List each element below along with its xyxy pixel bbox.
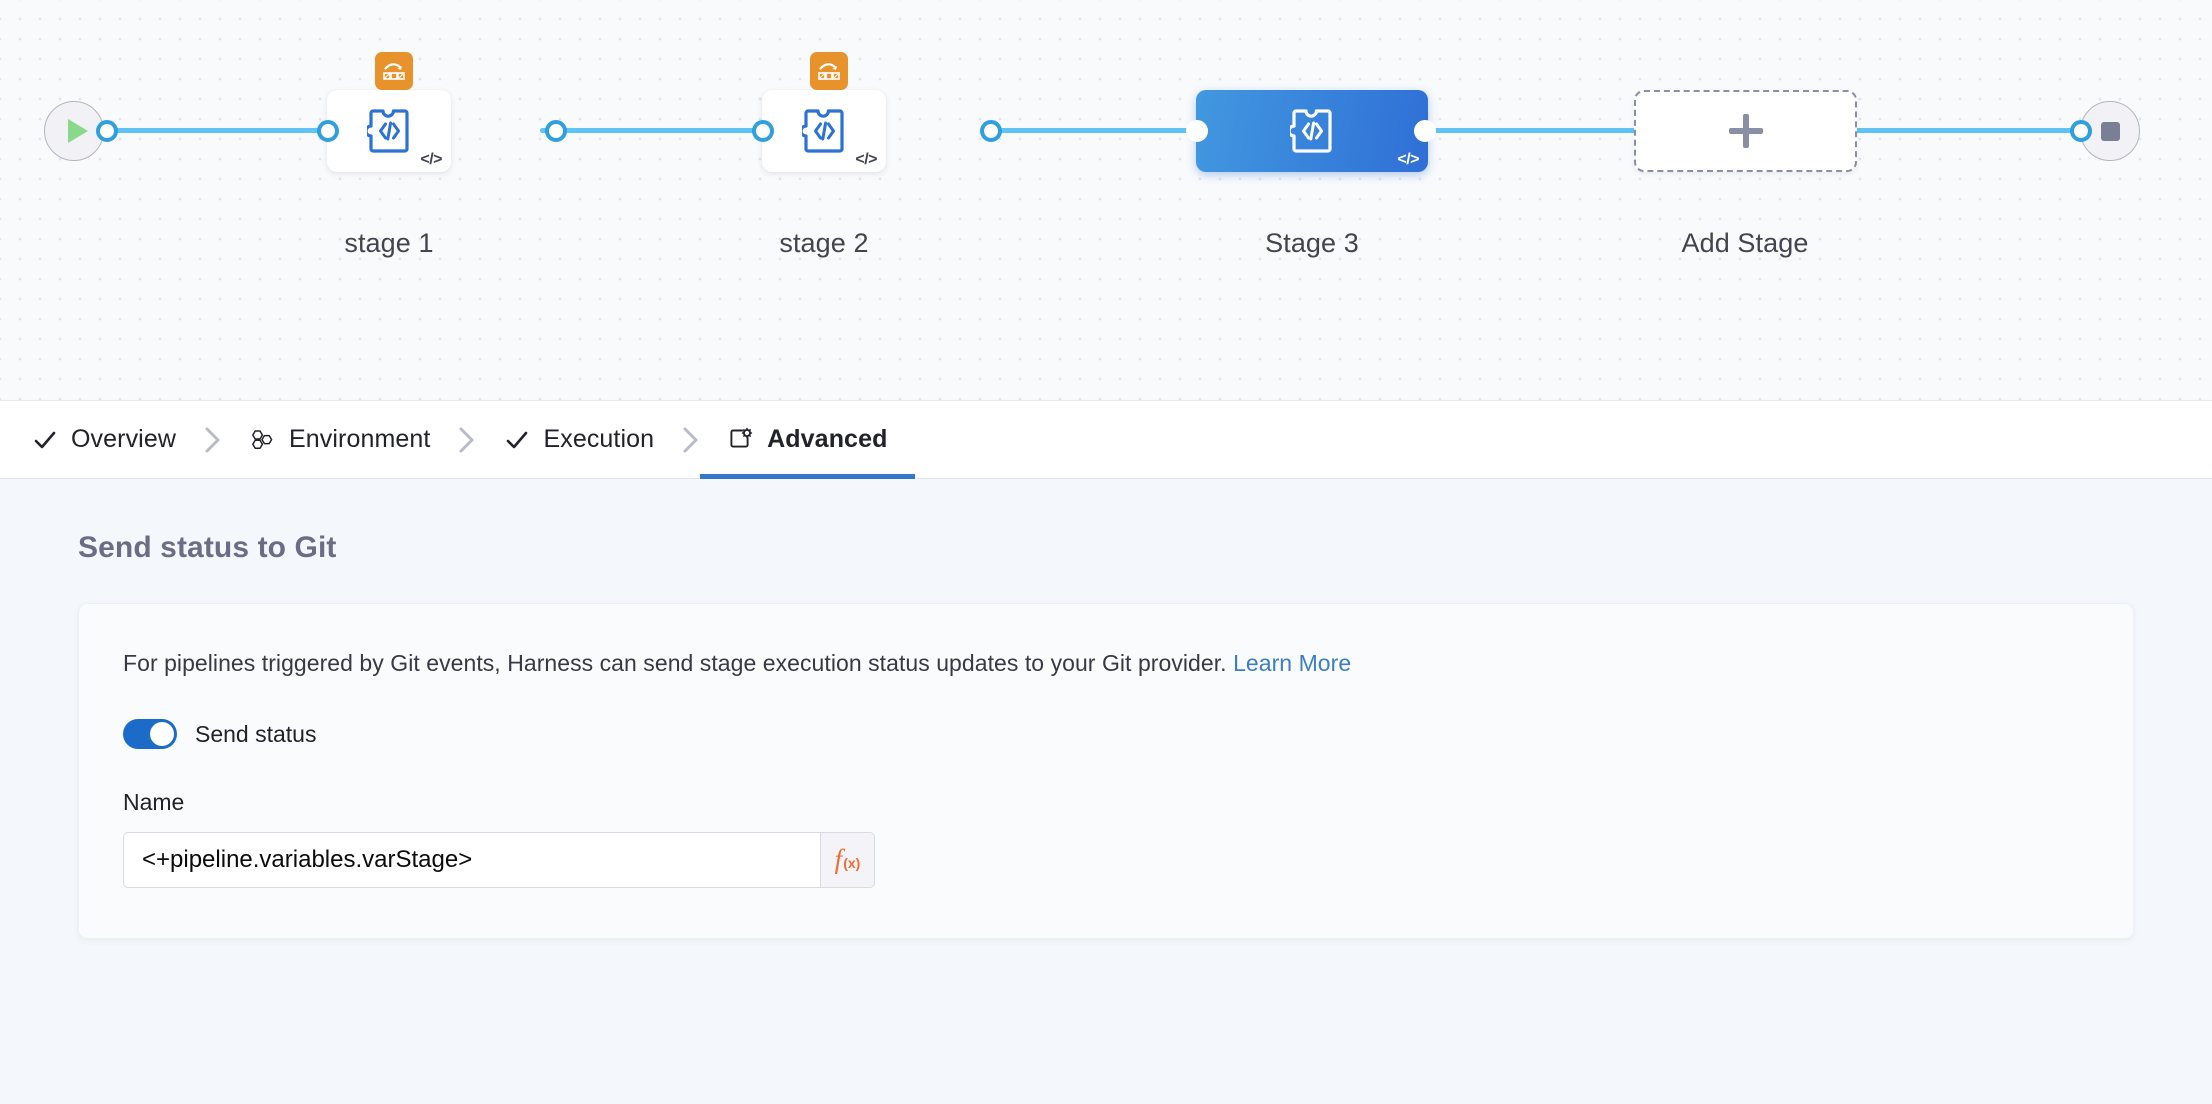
panel-description: For pipelines triggered by Git events, H… [123,650,2089,677]
stage-tab-bar[interactable]: Overview Environment Execution [0,401,2212,479]
hexagons-icon [250,427,276,453]
custom-stage-icon [1290,109,1332,153]
name-field-label: Name [123,789,185,815]
tab-execution-label: Execution [543,425,655,453]
check-icon [504,427,530,453]
stage-node-stage-2[interactable]: </> [762,90,886,172]
code-badge-stage-3: </> [1397,151,1419,168]
name-input[interactable] [123,832,820,888]
toggle-knob [150,722,174,746]
matrix-strategy-icon-stage-1 [375,52,413,90]
stage-label-stage-3: Stage 3 [1265,228,1359,258]
tab-advanced-label: Advanced [767,425,888,453]
connector-stage2-to-stage3 [990,128,1240,133]
custom-stage-icon [367,109,409,153]
port-stage1-out[interactable] [545,120,567,142]
play-icon [67,119,88,143]
stage-label-stage-1: stage 1 [344,228,434,258]
name-field-group: f (x) [123,832,875,888]
custom-stage-icon [802,109,844,153]
send-status-toggle-row: Send status [123,719,2089,749]
matrix-glyph [383,63,405,80]
tab-environment-label: Environment [289,425,431,453]
tab-advanced[interactable]: Advanced [700,401,916,479]
connector-stage3-to-add [1420,128,1690,133]
add-stage-node[interactable] [1634,90,1857,172]
page-title: Send status to Git [78,531,337,564]
send-status-to-git-panel: For pipelines triggered by Git events, H… [78,603,2134,939]
code-badge-stage-1: </> [420,151,442,168]
send-status-toggle-label: Send status [195,720,317,747]
check-icon [32,427,58,453]
pipeline-start-node[interactable] [44,101,104,161]
port-stage2-in[interactable] [752,120,774,142]
stage-node-stage-3[interactable]: </> [1196,90,1428,172]
port-stage3-in[interactable] [1186,120,1208,142]
port-stage2-out[interactable] [980,120,1002,142]
tab-execution[interactable]: Execution [500,401,658,479]
add-stage-label: Add Stage [1681,228,1809,258]
connector-start-to-stage1 [92,128,342,133]
stage-node-stage-1[interactable]: </> [327,90,451,172]
fx-f-glyph: f [834,844,843,874]
port-start-out[interactable] [96,120,118,142]
plus-icon [1728,114,1763,148]
connector-stage1-to-stage2 [540,128,790,133]
port-stage3-out[interactable] [1414,120,1436,142]
pipeline-canvas[interactable]: </> stage 1 </> stage 2 [0,0,2212,401]
tab-overview-label: Overview [71,425,176,453]
code-badge-stage-2: </> [855,151,877,168]
port-stage1-in[interactable] [317,120,339,142]
learn-more-link[interactable]: Learn More [1233,650,1352,676]
advanced-gear-icon [728,427,754,453]
stage-icon-stage-3 [1196,90,1428,172]
fx-x-glyph: (x) [843,855,861,871]
tab-environment[interactable]: Environment [246,401,434,479]
chevron-right-icon [434,425,500,455]
advanced-tab-content: Send status to Git For pipelines trigger… [0,479,2212,1104]
stage-icon-stage-1 [327,90,451,172]
matrix-strategy-icon-stage-2 [810,52,848,90]
send-status-toggle[interactable] [123,719,177,749]
chevron-right-icon [658,425,724,455]
port-end-in[interactable] [2070,120,2092,142]
chevron-right-icon [180,425,246,455]
connector-add-to-end [1855,128,2085,133]
stage-icon-stage-2 [762,90,886,172]
tab-overview[interactable]: Overview [28,401,180,479]
stop-icon [2100,121,2120,141]
panel-description-text: For pipelines triggered by Git events, H… [123,650,1227,676]
matrix-glyph [818,63,840,80]
stage-label-stage-2: stage 2 [779,228,869,258]
expression-toggle-button[interactable]: f (x) [820,832,875,888]
